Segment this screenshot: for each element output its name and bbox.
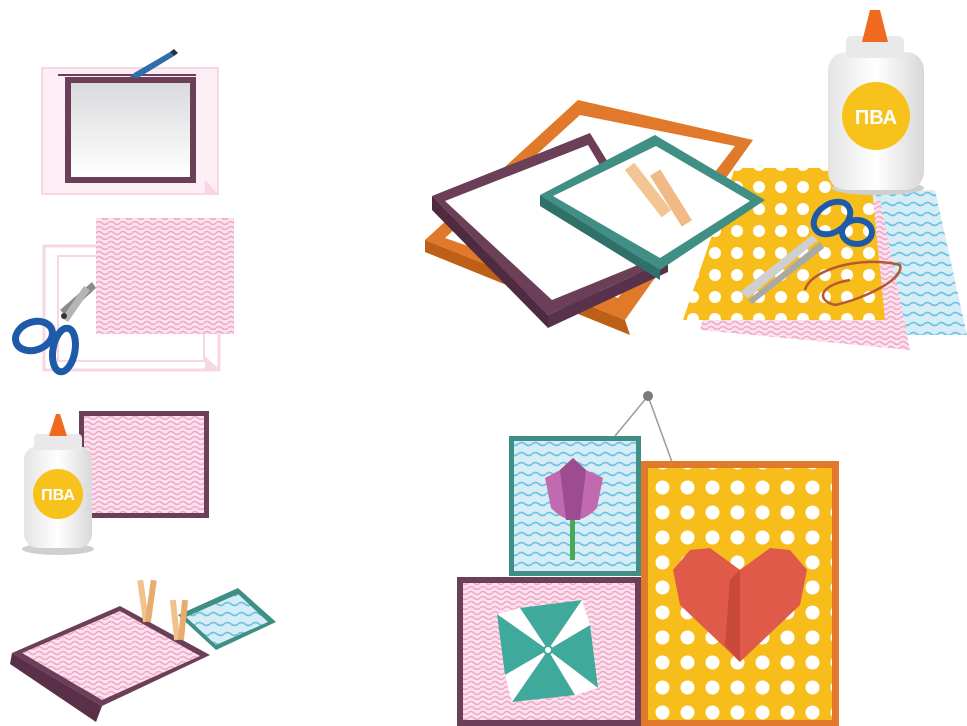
step-4-clip-frames [10,580,276,722]
pinwheel-frame [457,577,641,726]
step-2-cut-paper [11,218,234,374]
glue-bottle-icon: ПВА [828,10,924,195]
finished-frames-group [457,391,839,726]
heart-frame [641,461,839,726]
glue-label: ПВА [41,487,75,504]
tulip-frame [509,436,641,576]
pinwheel-icon [497,600,598,702]
step-3-glue-paper: ПВА [22,411,209,555]
glue-label: ПВА [855,107,897,129]
materials-group: ПВА [425,10,967,350]
step-1-trace-frame [42,49,218,194]
